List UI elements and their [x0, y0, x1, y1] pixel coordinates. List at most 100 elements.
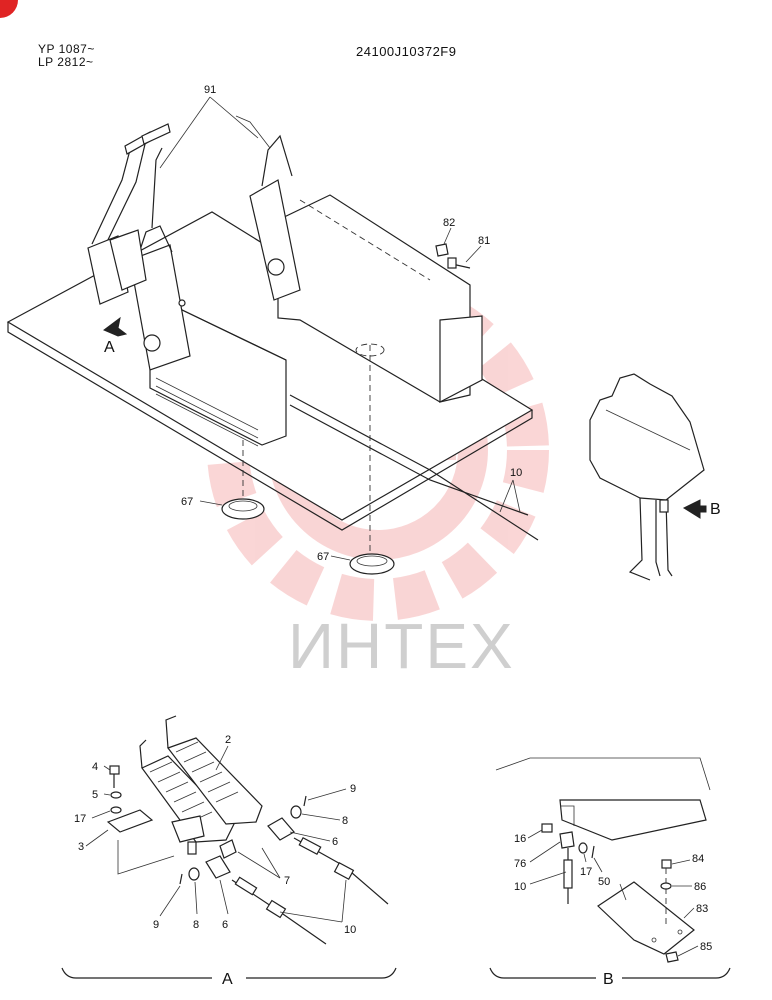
leader-a-5 [103, 793, 111, 796]
detail-a-label-6-lower: 6 [222, 919, 228, 931]
pedal-tread-pattern [149, 741, 239, 823]
front-console-vent-1 [155, 377, 259, 431]
clevis-6-upper [267, 817, 295, 841]
cable-10-b [289, 404, 529, 516]
grommet-67-left [221, 498, 265, 520]
bracket-83-hole-1 [651, 937, 657, 943]
valve-pipe-right [665, 499, 673, 577]
bracket-83-hole-2 [677, 929, 683, 935]
leader-67-right [330, 555, 351, 561]
detail-b-caption-line-left [489, 967, 596, 979]
part-code: 24100J10372F9 [356, 44, 457, 59]
detail-b-label-76: 76 [514, 858, 526, 870]
rear-console-hidden [299, 199, 431, 281]
leader-91-a [159, 96, 211, 169]
leader-a-10-lower [279, 911, 343, 923]
detail-b-label-17: 17 [580, 866, 592, 878]
detail-a-label-9-upper: 9 [350, 783, 356, 795]
leader-b-85 [677, 945, 699, 957]
travel-lever-grip-right [141, 123, 171, 145]
leader-91-b [209, 96, 259, 139]
control-valve-edge [605, 409, 691, 451]
detail-b-label-10: 10 [514, 881, 526, 893]
detail-a-label-2: 2 [225, 734, 231, 746]
clevis-6-lower [205, 855, 231, 879]
pedal-pivot-block [187, 841, 197, 855]
detail-a-label-6-upper: 6 [332, 836, 338, 848]
leader-a-9-lower [159, 885, 181, 917]
leader-b-16 [527, 829, 543, 839]
cable-10-lower-boot [234, 876, 258, 896]
detail-a-label-17: 17 [74, 813, 86, 825]
front-console-vent-2 [155, 385, 259, 439]
detail-b-label-50: 50 [598, 876, 610, 888]
label-10: 10 [510, 467, 522, 479]
model-range: YP 1087~ LP 2812~ [38, 43, 95, 69]
nut-85 [665, 951, 679, 963]
detail-a-caption: A [222, 971, 233, 988]
model-line-2: LP 2812~ [38, 55, 94, 69]
view-b-arrow [682, 499, 707, 519]
rear-lever-column [249, 179, 301, 301]
travel-lever-left [91, 149, 131, 245]
detail-b-label-85: 85 [700, 941, 712, 953]
leader-a-8-lower [194, 881, 198, 915]
detail-a-label-8-lower: 8 [193, 919, 199, 931]
detail-a-caption-line-left [61, 967, 212, 979]
pedal-bracket [171, 815, 205, 843]
bracket-83-tab [619, 883, 627, 901]
detail-a-label-5: 5 [92, 789, 98, 801]
leader-a-3 [85, 829, 109, 847]
washer-17 [110, 806, 122, 814]
detail-b-label-16: 16 [514, 833, 526, 845]
leader-a-4 [103, 765, 111, 771]
leader-81 [465, 245, 482, 263]
cable-10-lower-nut [265, 899, 287, 919]
rear-lever-stalk [235, 115, 271, 149]
washer-5 [110, 791, 122, 799]
floor-hole [355, 343, 385, 357]
leader-10-a [499, 479, 514, 513]
leader-a-10-upper [341, 879, 347, 923]
valve-pipe-mid [655, 500, 661, 577]
detail-b-valve-base [559, 799, 707, 841]
rear-lever-pivot [267, 258, 285, 276]
leader-b-76 [529, 841, 561, 863]
bolt-4 [109, 765, 120, 775]
leader-a-6-lower [219, 879, 229, 915]
leader-a-9-upper [307, 788, 347, 801]
rear-console-end [439, 315, 483, 403]
pin-9-upper [303, 795, 307, 807]
pin-9-lower [179, 873, 183, 885]
leader-a-17 [91, 810, 111, 819]
grommet-67-left-inner [228, 500, 258, 512]
bracket-plate-3 [106, 809, 154, 833]
leader-b-83 [683, 907, 695, 919]
valve-fitting [659, 499, 669, 513]
front-lever-stalk [151, 147, 163, 229]
cable-10-upper-boot [298, 836, 322, 856]
floor-plate-edge [7, 322, 533, 531]
detail-b: 16 76 17 50 10 84 86 83 85 B [489, 757, 731, 988]
cable-10-b-sleeve [563, 859, 573, 889]
detail-b-valve-port [560, 805, 575, 826]
front-lever-pivot [143, 334, 161, 352]
grommet-67-right-inner [356, 555, 388, 567]
main-assembly: 91 82 81 A 10 67 67 [6, 84, 539, 575]
detail-a-label-3: 3 [78, 841, 84, 853]
detail-b-label-86: 86 [694, 881, 706, 893]
label-82: 82 [443, 217, 455, 229]
view-a-arrow [103, 316, 128, 337]
valve-pipe-left [628, 497, 651, 581]
corner-mark [0, 0, 18, 18]
detail-a-caption-line-right [246, 967, 397, 979]
leader-82 [443, 227, 452, 245]
pin-50 [591, 845, 595, 859]
detail-a-label-4: 4 [92, 761, 98, 773]
clevis-76 [559, 831, 575, 849]
main-pedal-right [109, 229, 147, 291]
washer-86 [660, 882, 672, 890]
leader-a-7-b [237, 851, 281, 879]
pedal-right [167, 737, 263, 825]
